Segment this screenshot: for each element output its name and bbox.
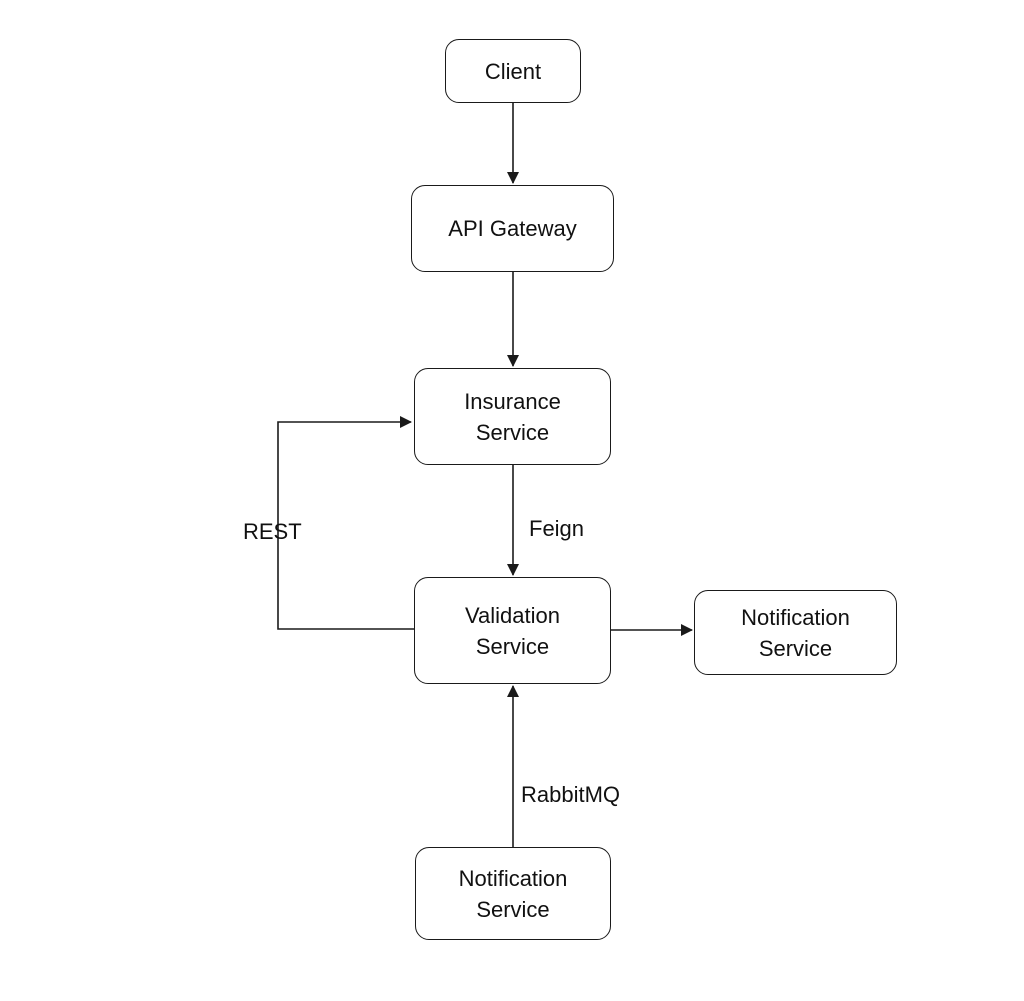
insurance-service-node: Insurance Service: [414, 368, 611, 465]
client-node: Client: [445, 39, 581, 103]
api-gateway-label: API Gateway: [448, 216, 577, 241]
validation-service-label: Validation Service: [465, 602, 560, 659]
rest-label: REST: [243, 519, 302, 544]
notification-service-right-label: Notification Service: [741, 604, 850, 661]
arrow-validation-to-insurance-rest: [277, 416, 414, 630]
api-gateway-node: API Gateway: [411, 185, 614, 272]
notification-service-right-node: Notification Service: [694, 590, 897, 675]
rabbitmq-label: RabbitMQ: [521, 782, 621, 807]
notification-service-bottom-node: Notification Service: [415, 847, 611, 940]
client-label: Client: [484, 58, 542, 84]
feign-label: Feign: [529, 516, 585, 541]
insurance-service-label: Insurance Service: [464, 388, 561, 445]
notification-service-bottom-label: Notification Service: [458, 865, 568, 922]
validation-service-node: Validation Service: [414, 577, 611, 684]
